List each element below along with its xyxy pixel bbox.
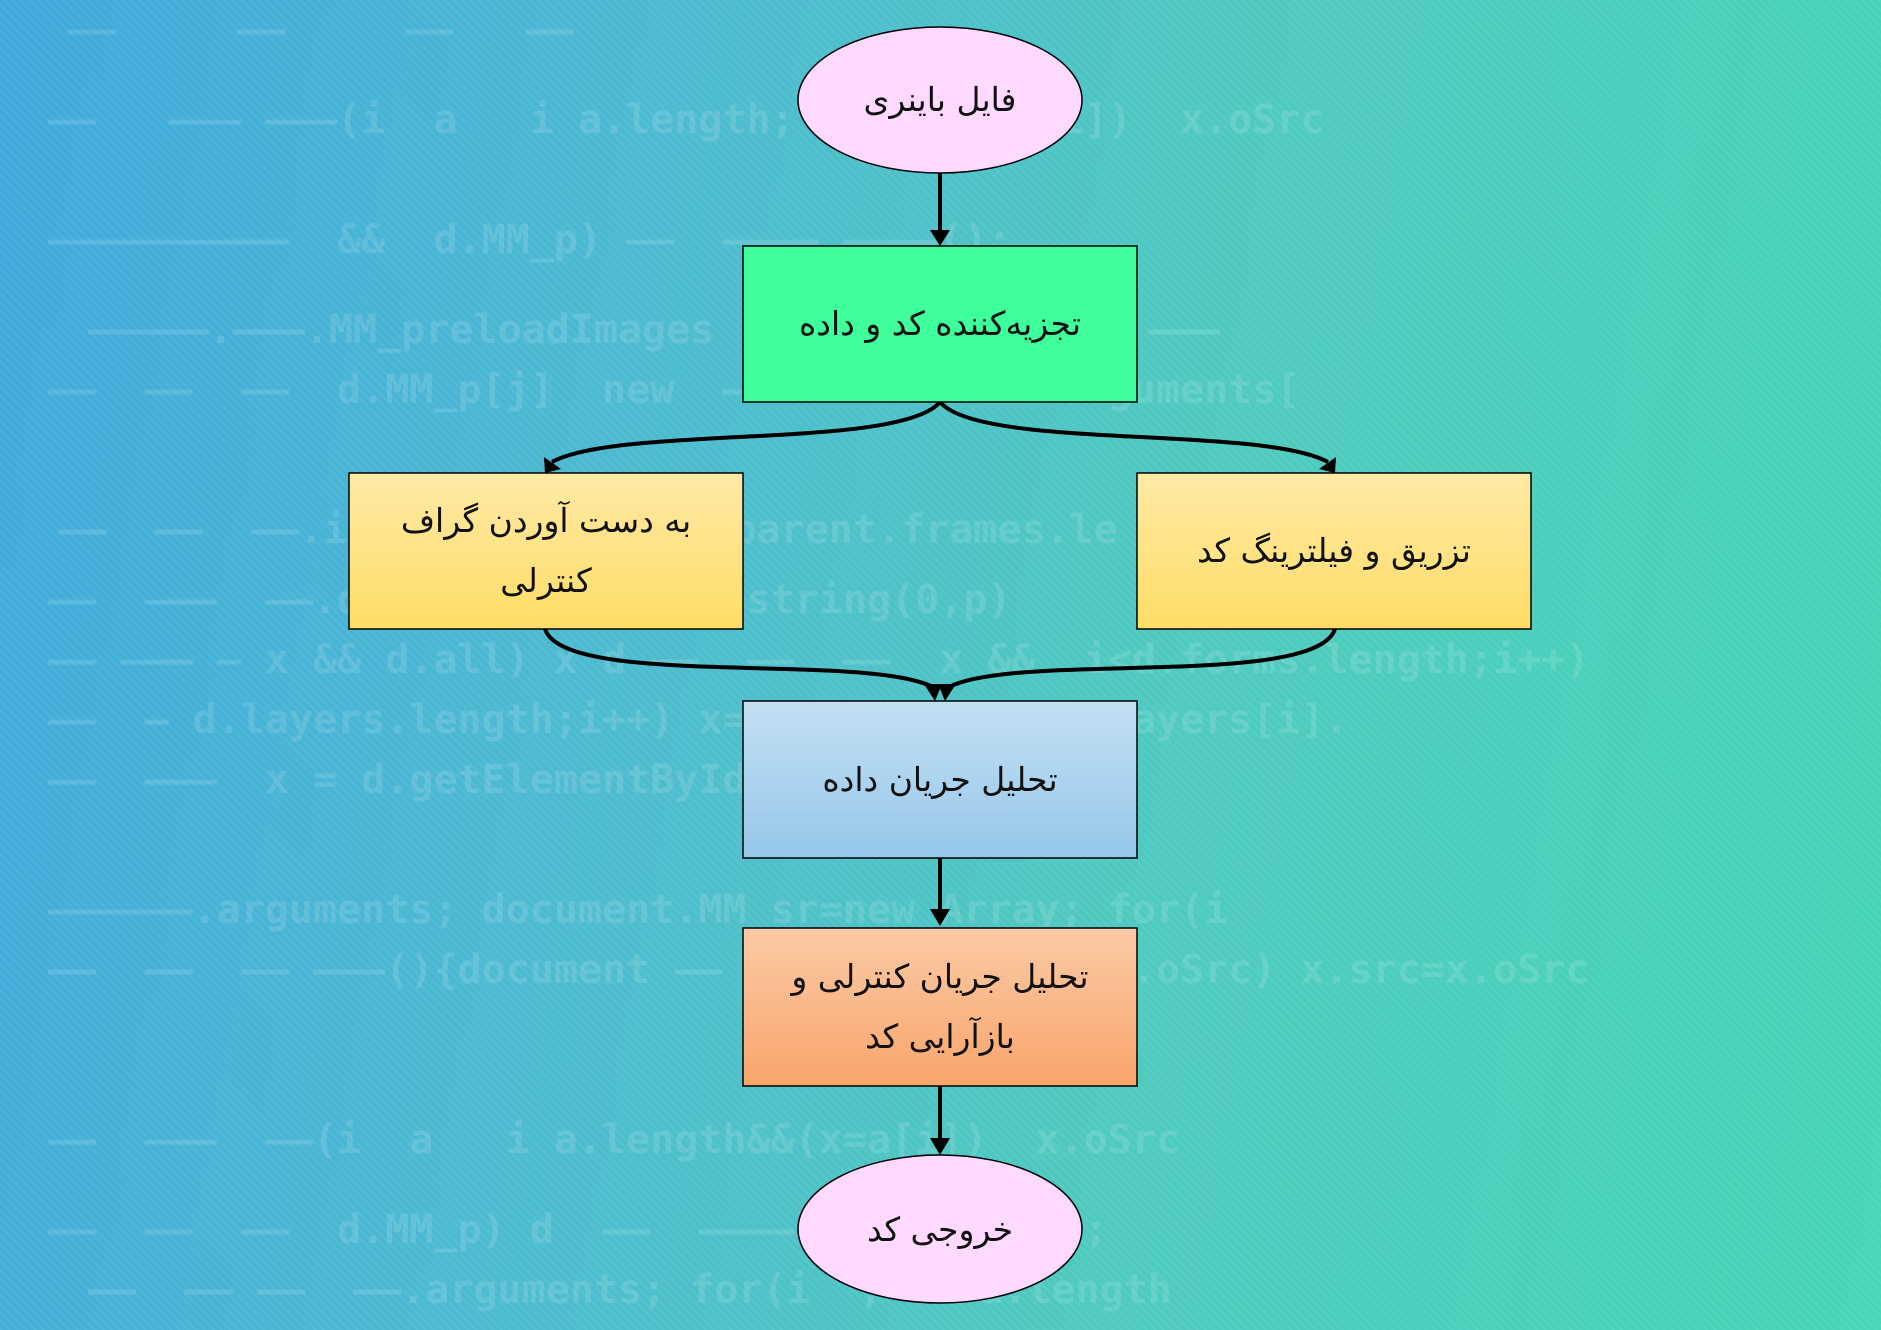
- edge-parser-to-injection: [938, 400, 1329, 464]
- node-parser: [742, 245, 1138, 403]
- node-cfg: [348, 472, 744, 630]
- arrowhead: [938, 684, 956, 701]
- node-output: [797, 1154, 1083, 1304]
- node-injection: [1136, 472, 1532, 630]
- arrowhead: [930, 230, 950, 246]
- node-binary-file: [797, 26, 1083, 174]
- edge-parser-to-cfg: [551, 400, 942, 464]
- arrowhead: [924, 684, 942, 701]
- label-binary-file: فایل باینری: [863, 80, 1017, 119]
- edge-injection-to-dataflow: [942, 628, 1337, 692]
- label-dataflow: تحلیل جریان داده: [822, 759, 1058, 799]
- arrowhead: [930, 1138, 950, 1155]
- edge-cfg-to-dataflow: [543, 628, 940, 692]
- node-dataflow: [742, 700, 1138, 859]
- label-output: خروجی کد: [867, 1210, 1013, 1249]
- arrowhead: [544, 457, 561, 473]
- node-controlflow: [742, 927, 1138, 1087]
- label-injection: تزریق و فیلترینگ کد: [1197, 531, 1471, 570]
- label-parser: تجزیه‌کننده کد و داده: [798, 304, 1082, 343]
- arrowhead: [1319, 457, 1336, 473]
- arrowhead: [930, 909, 950, 926]
- label-controlflow: تحلیل جریان کنترلی و بازآرایی کد: [791, 957, 1089, 1056]
- label-cfg: به دست آوردن گراف کنترلی: [400, 501, 692, 600]
